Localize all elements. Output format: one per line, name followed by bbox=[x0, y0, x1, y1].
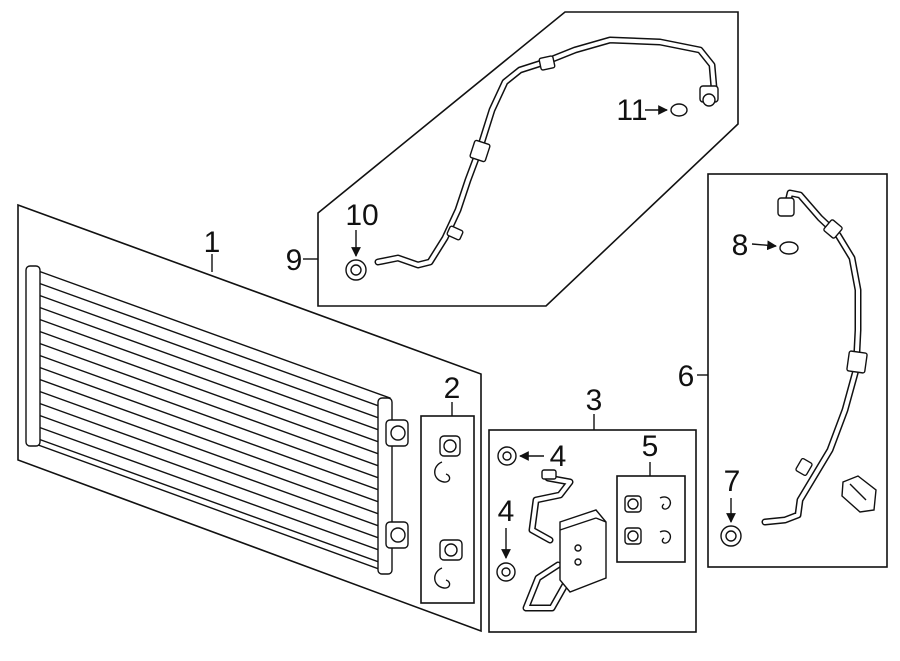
clip-lower bbox=[434, 567, 451, 589]
clip-upper bbox=[434, 461, 451, 483]
upper-line-panel: 9 10 11 bbox=[286, 11, 739, 307]
callout-11: 11 bbox=[616, 94, 647, 127]
fitting-upper bbox=[439, 435, 461, 457]
clip-5-upper bbox=[659, 496, 672, 510]
callout-5: 5 bbox=[642, 430, 659, 463]
callout-4-upper: 4 bbox=[550, 440, 567, 473]
callout-1: 1 bbox=[204, 226, 221, 259]
cooler-panel: 1 bbox=[17, 203, 482, 633]
oil-cooler-panel: 3 4 4 5 bbox=[488, 384, 697, 633]
o-ring-8 bbox=[779, 241, 799, 255]
fittings-panel-5: 5 bbox=[616, 430, 686, 563]
callout-3: 3 bbox=[586, 384, 603, 417]
clip-5-lower bbox=[659, 530, 672, 544]
callout-2: 2 bbox=[444, 372, 461, 405]
lower-line-panel: 6 8 7 bbox=[678, 173, 888, 568]
lower-cooler-line bbox=[761, 189, 868, 526]
fitting-5-lower bbox=[624, 527, 642, 545]
fitting-5-upper bbox=[624, 495, 642, 513]
callout-7: 7 bbox=[724, 465, 741, 498]
callout-10: 10 bbox=[345, 199, 378, 232]
cooler-fins bbox=[29, 279, 391, 567]
cooler-left-tank bbox=[25, 265, 41, 447]
line-bracket bbox=[841, 475, 877, 513]
oil-cooler-block bbox=[522, 469, 607, 612]
fittings-panel-2: 2 bbox=[420, 372, 475, 604]
callout-8: 8 bbox=[732, 229, 749, 262]
lower-line-fitting bbox=[777, 197, 795, 217]
fitting-lower bbox=[439, 539, 463, 561]
callout-4-lower: 4 bbox=[498, 495, 515, 528]
upper-cooler-line bbox=[374, 36, 719, 269]
callout-9: 9 bbox=[286, 244, 303, 277]
callout-6: 6 bbox=[678, 360, 695, 393]
o-ring-11 bbox=[670, 103, 688, 117]
arrow-8 bbox=[751, 240, 777, 251]
